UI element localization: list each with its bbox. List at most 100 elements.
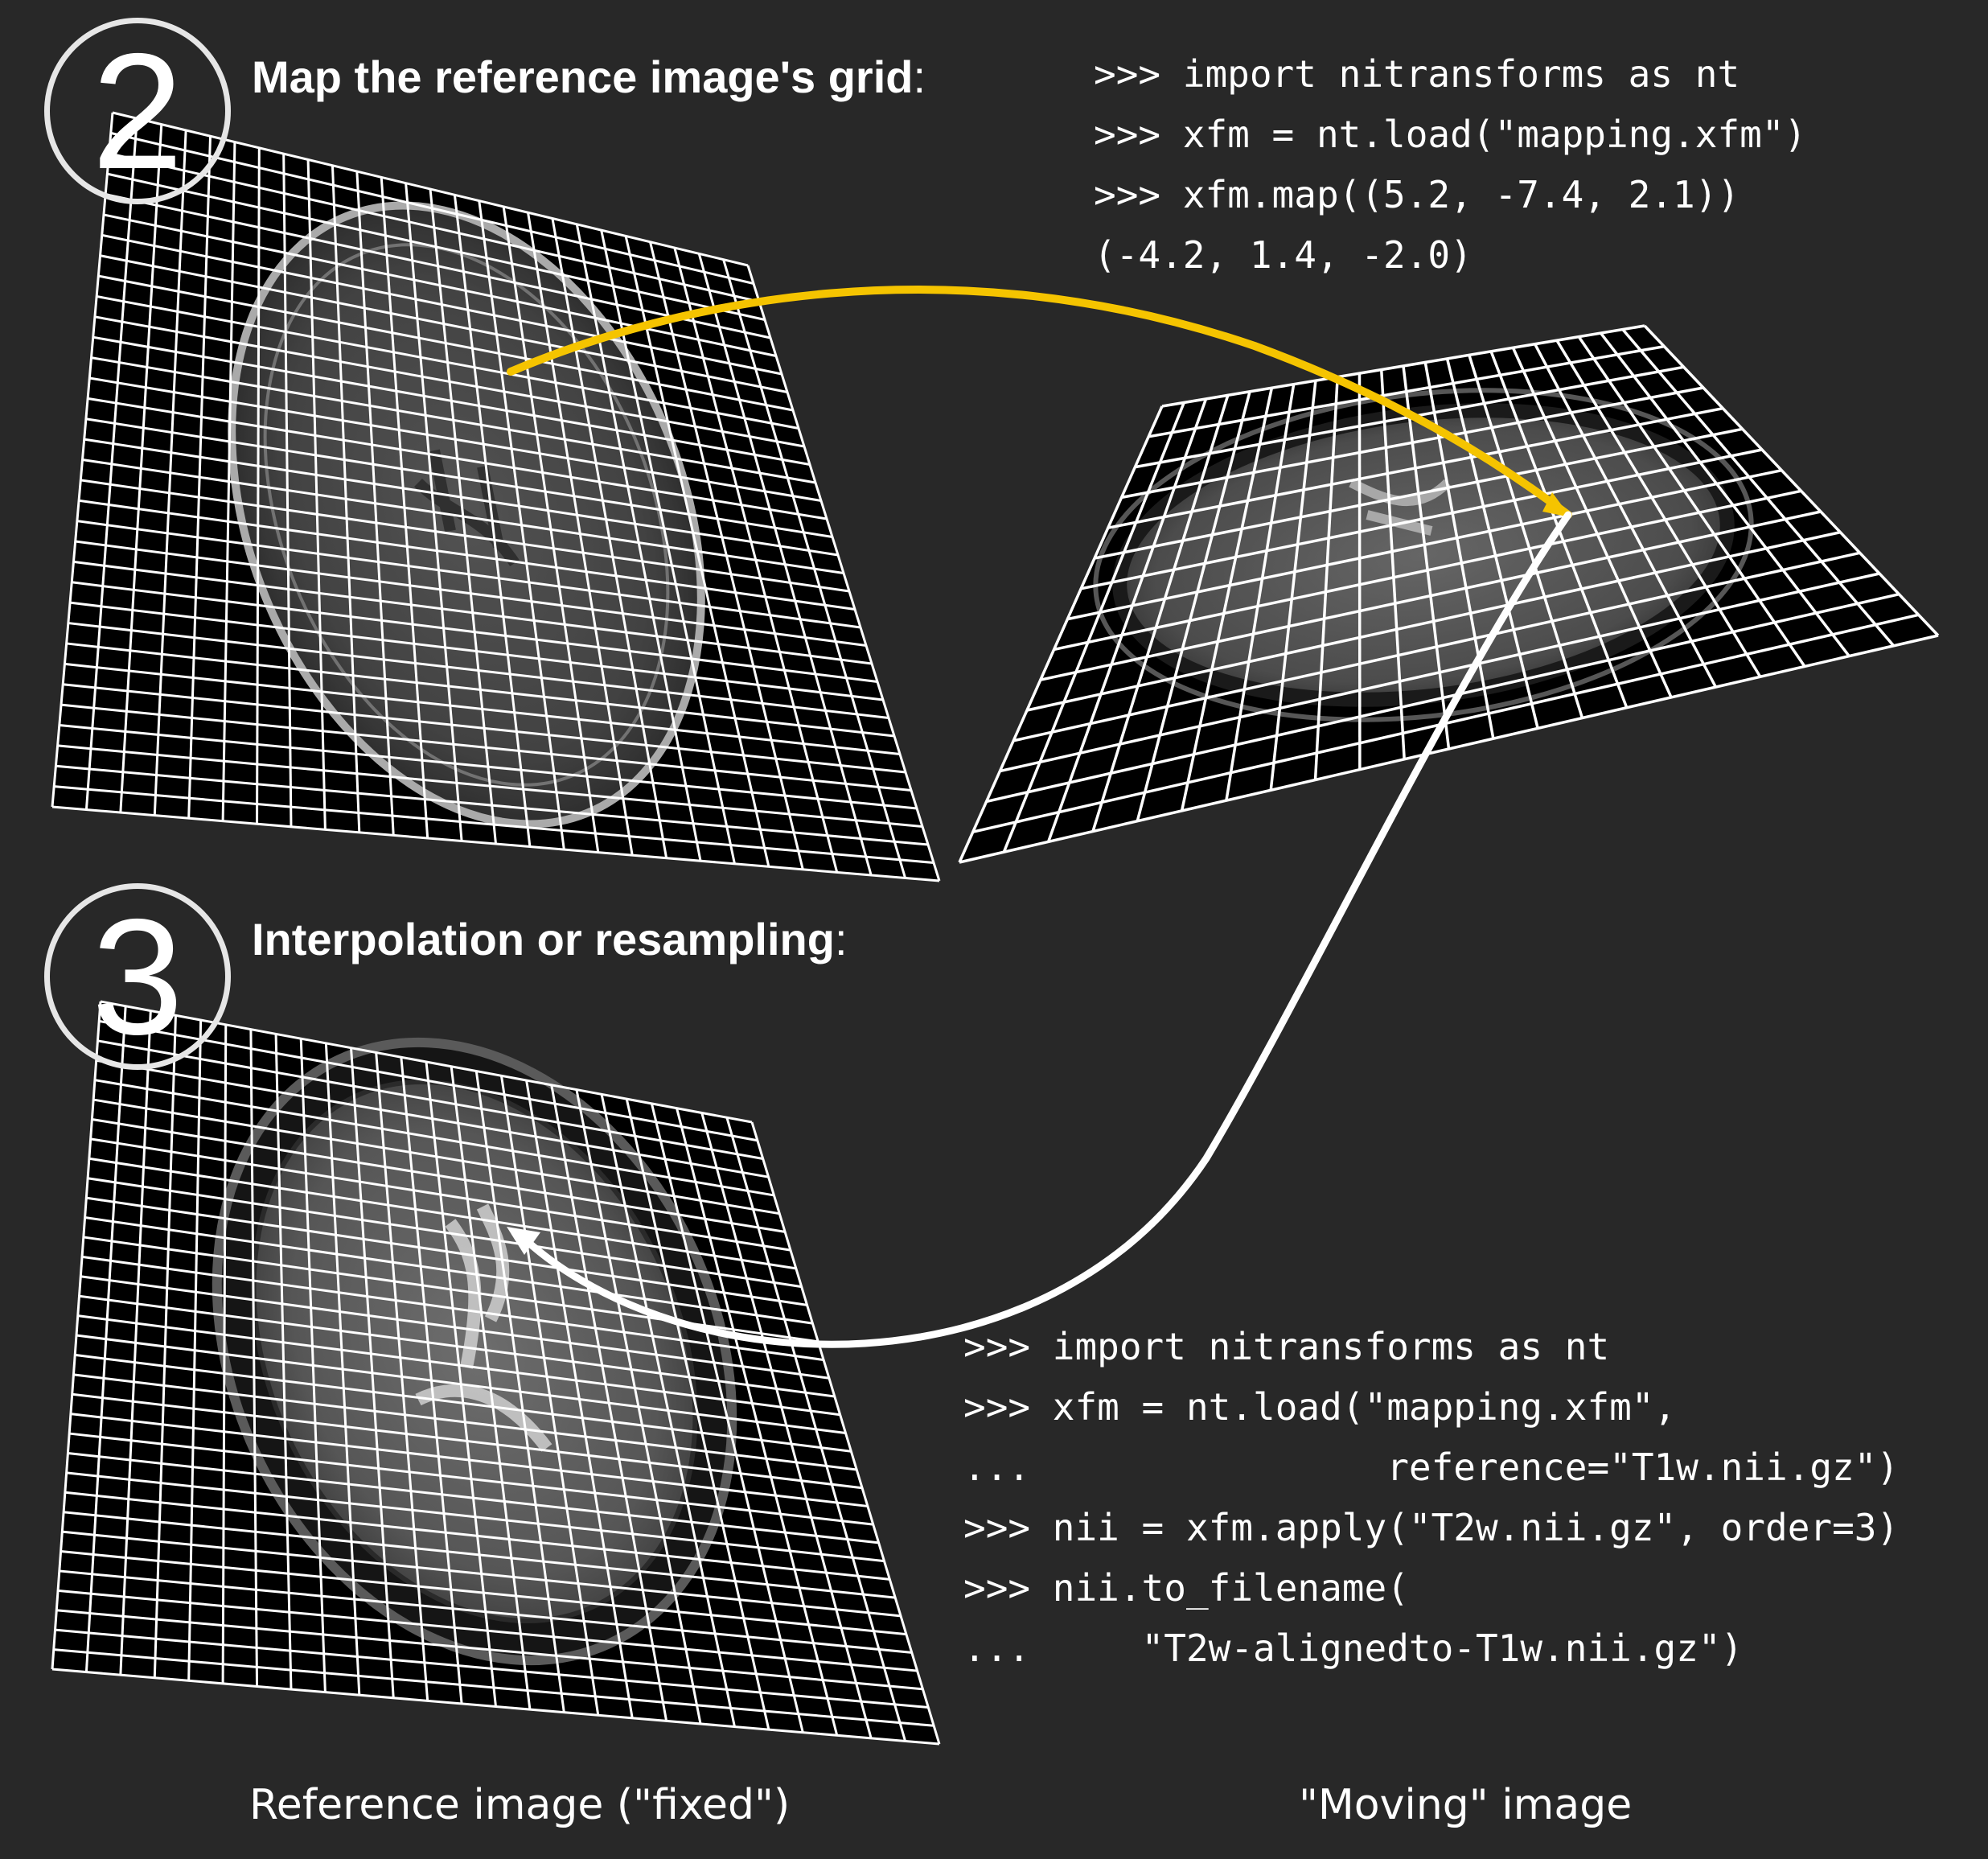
grid-line xyxy=(72,581,878,683)
grid-line xyxy=(958,405,1164,863)
grid-line xyxy=(1225,384,1296,801)
grid-line xyxy=(1121,386,1704,500)
grid-line xyxy=(1600,332,1850,657)
resampling-arrow xyxy=(520,511,1572,1348)
grid-line xyxy=(100,254,788,393)
moving-image-caption: "Moving" image xyxy=(1299,1781,1633,1829)
grid-line xyxy=(66,642,895,738)
grid-line xyxy=(82,459,844,574)
grid-line xyxy=(86,1196,807,1306)
grid-line xyxy=(70,1413,869,1507)
grid-line xyxy=(1091,394,1230,833)
grid-line xyxy=(68,1451,879,1544)
grid-line xyxy=(1080,448,1763,590)
code-line: >>> import nitransforms as nt xyxy=(963,1325,1610,1368)
step-3-heading-colon: : xyxy=(834,914,848,964)
grid-line xyxy=(77,1314,840,1417)
grid-line xyxy=(80,1275,830,1380)
grid-line xyxy=(1161,324,1645,408)
grid-line xyxy=(72,1392,863,1490)
grid-line xyxy=(1402,365,1451,750)
grid-line xyxy=(75,1353,852,1453)
step-3-number: 3 xyxy=(44,883,231,1070)
grid-line xyxy=(98,274,794,412)
grid-line xyxy=(1379,369,1406,759)
grid-line xyxy=(60,703,912,792)
grid-line xyxy=(92,335,811,466)
grid-line xyxy=(1094,427,1744,560)
grid-line xyxy=(1012,551,1861,742)
grid-line xyxy=(85,417,833,538)
grid-line xyxy=(1313,376,1339,780)
moving-brain-t2-skull xyxy=(1093,388,1754,722)
code-line: >>> nii.to_filename( xyxy=(963,1566,1409,1610)
forward-mapping-arrow xyxy=(507,286,1572,519)
grid-line xyxy=(63,683,906,774)
grid-line xyxy=(1148,344,1665,438)
grid-line xyxy=(69,601,884,701)
grid-line xyxy=(79,1294,835,1398)
step-2-heading-colon: : xyxy=(913,51,926,102)
step-3-code-block: >>> import nitransforms as nt >>> xfm = n… xyxy=(963,1317,1899,1679)
resampling-arrowhead xyxy=(507,1227,540,1255)
grid-line xyxy=(986,592,1900,804)
code-line: >>> import nitransforms as nt xyxy=(1094,52,1740,96)
step-3-heading-text: Interpolation or resampling xyxy=(252,914,835,964)
grid-line xyxy=(959,634,1939,864)
grid-line xyxy=(1468,354,1584,719)
grid-line xyxy=(73,1373,857,1471)
grid-line xyxy=(87,1177,802,1289)
grid-line xyxy=(69,1432,873,1526)
grid-line xyxy=(1621,328,1896,647)
grid-line xyxy=(1000,572,1880,773)
grid-line xyxy=(55,1628,929,1709)
grid-line xyxy=(54,785,934,864)
forward-mapping-arrowhead xyxy=(1542,492,1571,517)
step-2-number: 2 xyxy=(44,18,231,204)
code-line: >>> nii = xfm.apply("T2w.nii.gz", order=… xyxy=(963,1506,1900,1549)
grid-line xyxy=(66,1471,885,1563)
step-2-heading: Map the reference image's grid: xyxy=(252,55,926,100)
grid-line xyxy=(87,397,828,520)
grid-line xyxy=(1445,358,1539,729)
grid-line xyxy=(1026,530,1841,712)
grid-line xyxy=(91,356,816,484)
code-line: >>> xfm = nt.load("mapping.xfm", xyxy=(963,1385,1677,1429)
grid-line xyxy=(55,764,929,846)
grid-line xyxy=(84,438,839,557)
grid-line xyxy=(1534,343,1717,688)
grid-line xyxy=(1180,387,1274,812)
grid-line xyxy=(51,1668,940,1746)
grid-line xyxy=(1067,468,1782,621)
grid-line xyxy=(59,723,918,810)
reference-grid-lines-bottom xyxy=(51,1000,941,1746)
moving-grid-panel xyxy=(958,324,1940,864)
grid-line xyxy=(1555,339,1762,678)
grid-line xyxy=(1577,335,1806,668)
grid-line xyxy=(78,499,856,611)
code-line: >>> xfm = nt.load("mapping.xfm") xyxy=(1094,113,1807,156)
grid-line xyxy=(76,520,861,629)
grid-line xyxy=(105,193,771,339)
grid-line xyxy=(89,376,822,502)
grid-line xyxy=(64,1491,890,1581)
step-3-heading: Interpolation or resampling: xyxy=(252,917,848,962)
grid-line xyxy=(94,315,805,448)
grid-line xyxy=(62,1530,902,1618)
grid-line xyxy=(1054,489,1802,652)
grid-line xyxy=(64,662,901,755)
grid-line xyxy=(1046,398,1208,842)
grid-line xyxy=(92,1098,780,1215)
reference-grid-panel-bottom xyxy=(51,1000,941,1746)
grid-line xyxy=(1643,324,1940,637)
grid-line xyxy=(1511,347,1673,698)
grid-line xyxy=(96,1059,769,1178)
grid-line xyxy=(57,744,923,828)
grid-line xyxy=(1136,391,1251,822)
grid-line xyxy=(98,1019,758,1142)
grid-line xyxy=(57,1589,918,1672)
grid-line xyxy=(56,1609,923,1691)
code-line: >>> xfm.map((5.2, -7.4, 2.1)) xyxy=(1094,173,1740,216)
code-line: (-4.2, 1.4, -2.0) xyxy=(1094,233,1473,277)
grid-line xyxy=(1040,510,1822,681)
